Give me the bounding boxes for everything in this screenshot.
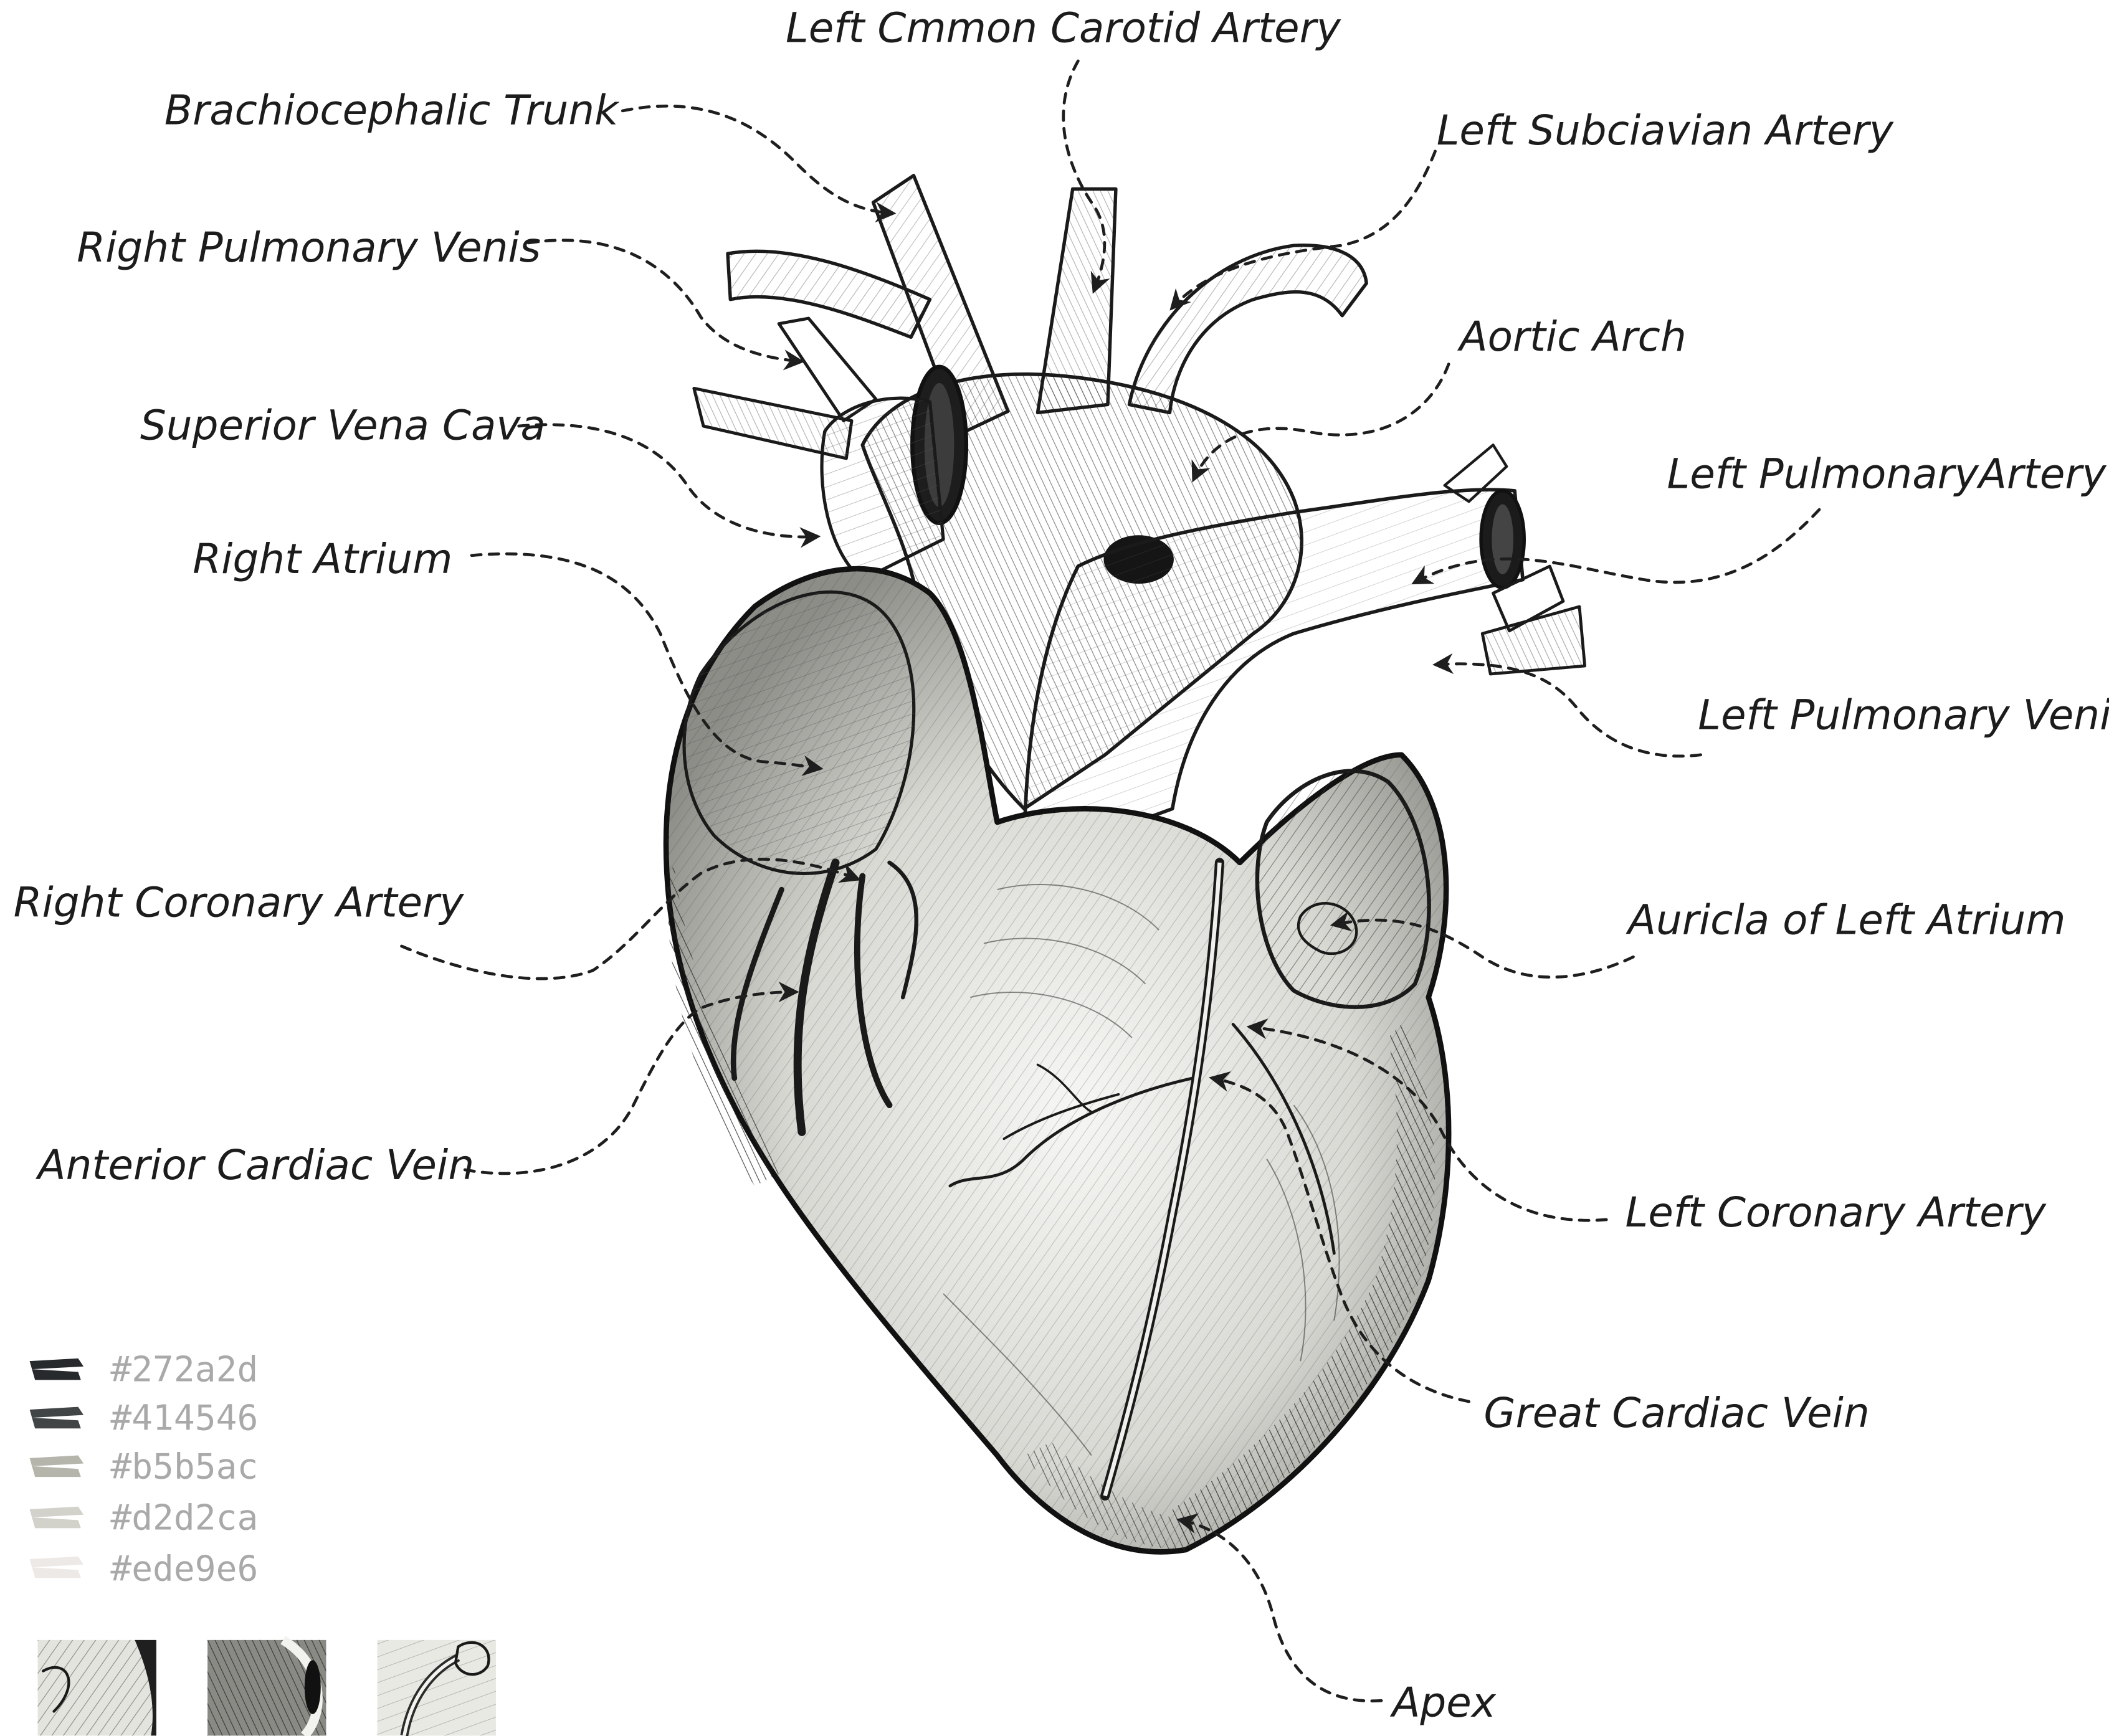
label-auricla-left-atrium: Auricla of Left Atrium — [1626, 896, 2066, 944]
label-right-pulmonary-venis: Right Pulmonary Venis — [77, 224, 541, 272]
palette-swatch: #ede9e6 — [30, 1549, 259, 1590]
label-left-pulmonary-artery: Left PulmonaryArtery — [1667, 450, 2107, 498]
swatch-brush-1 — [30, 1359, 84, 1380]
dark-vessel-texture — [207, 1640, 326, 1736]
label-brachiocephalic: Brachiocephalic Trunk — [164, 87, 620, 135]
palette-swatch: #414546 — [30, 1398, 259, 1438]
palette-hex-2: #414546 — [110, 1398, 258, 1438]
label-right-atrium: Right Atrium — [193, 535, 452, 583]
label-left-common-carotid: Left Cmmon Carotid Artery — [786, 4, 1341, 52]
swatch-brush-2 — [30, 1407, 84, 1429]
label-left-coronary: Left Coronary Artery — [1626, 1188, 2047, 1236]
color-palette: #272a2d #414546 #b5b5ac #d2d2ca #ede9e6 — [30, 1350, 259, 1590]
leader-brachiocephalic — [622, 106, 892, 213]
label-great-cardiac-vein: Great Cardiac Vein — [1483, 1389, 1869, 1437]
label-aortic-arch: Aortic Arch — [1457, 313, 1686, 361]
palette-swatch: #b5b5ac — [30, 1446, 259, 1487]
label-apex: Apex — [1389, 1679, 1497, 1727]
label-anterior-cardiac-vein: Anterior Cardiac Vein — [36, 1141, 475, 1189]
vein-detail-texture — [378, 1640, 496, 1736]
light-hatch-texture — [38, 1640, 156, 1736]
left-subclavian-vessel — [1130, 245, 1367, 413]
palette-hex-5: #ede9e6 — [110, 1549, 258, 1590]
leader-left-pulmonary-venis — [1437, 664, 1701, 756]
label-left-subclavian: Left Subciavian Artery — [1437, 107, 1894, 154]
palette-swatch: #d2d2ca — [30, 1498, 259, 1539]
palette-hex-1: #272a2d — [110, 1350, 258, 1390]
leader-apex — [1181, 1520, 1381, 1700]
palette-hex-4: #d2d2ca — [110, 1498, 258, 1539]
label-left-pulmonary-venis: Left Pulmonary Venis — [1698, 691, 2109, 739]
label-right-coronary: Right Coronary Artery — [14, 878, 465, 926]
swatch-brush-5 — [30, 1557, 84, 1578]
left-auricle — [1257, 771, 1429, 1007]
palette-swatch: #272a2d — [30, 1350, 259, 1390]
label-superior-vena-cava: Superior Vena Cava — [140, 402, 546, 450]
palette-hex-3: #b5b5ac — [110, 1446, 258, 1487]
swatch-brush-3 — [30, 1456, 84, 1477]
texture-samples — [38, 1640, 496, 1736]
swatch-brush-4 — [30, 1507, 84, 1529]
